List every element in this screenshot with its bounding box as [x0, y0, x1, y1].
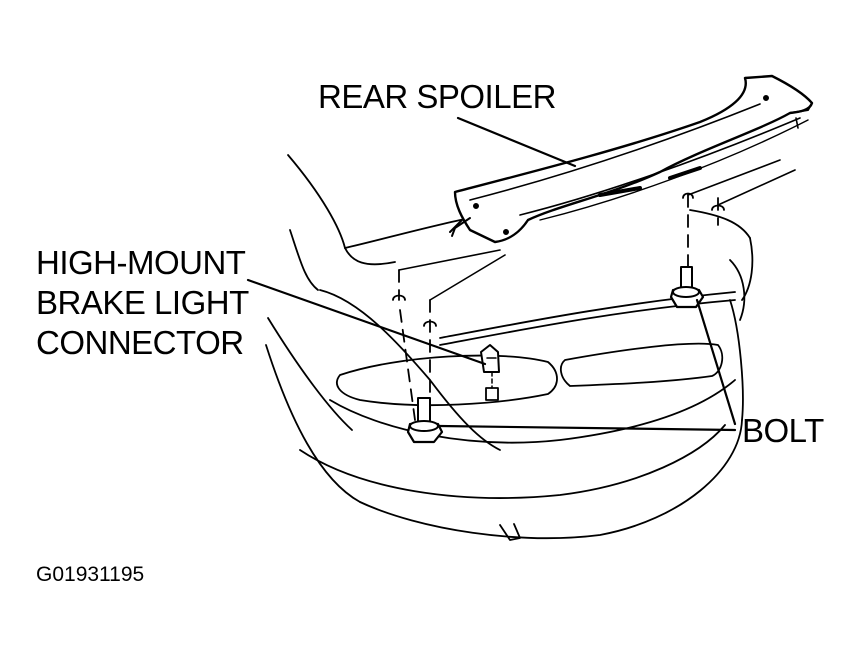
- car-body: [265, 154, 754, 541]
- leader-high-mount: [246, 278, 487, 366]
- leader-rear-spoiler: [456, 116, 577, 168]
- leader-bolt-left: [438, 424, 737, 432]
- rear-spoiler-label: REAR SPOILER: [318, 78, 556, 115]
- high-mount-label-line3: CONNECTOR: [36, 324, 244, 361]
- high-mount-label-line1: HIGH-MOUNT: [36, 244, 246, 281]
- alignment-lines-solid: [398, 159, 796, 301]
- brake-light-connector-icon: [480, 344, 500, 401]
- bolt-right-icon: [669, 266, 705, 309]
- figure-id: G01931195: [36, 563, 145, 586]
- bolt-left-icon: [406, 397, 444, 444]
- bolt-label: BOLT: [742, 412, 824, 449]
- rear-spoiler-part: [449, 74, 814, 244]
- leader-bolt-right: [695, 298, 737, 426]
- high-mount-label-line2: BRAKE LIGHT: [36, 284, 249, 321]
- leader-lines: [246, 116, 737, 432]
- mounting-holes: [392, 192, 725, 327]
